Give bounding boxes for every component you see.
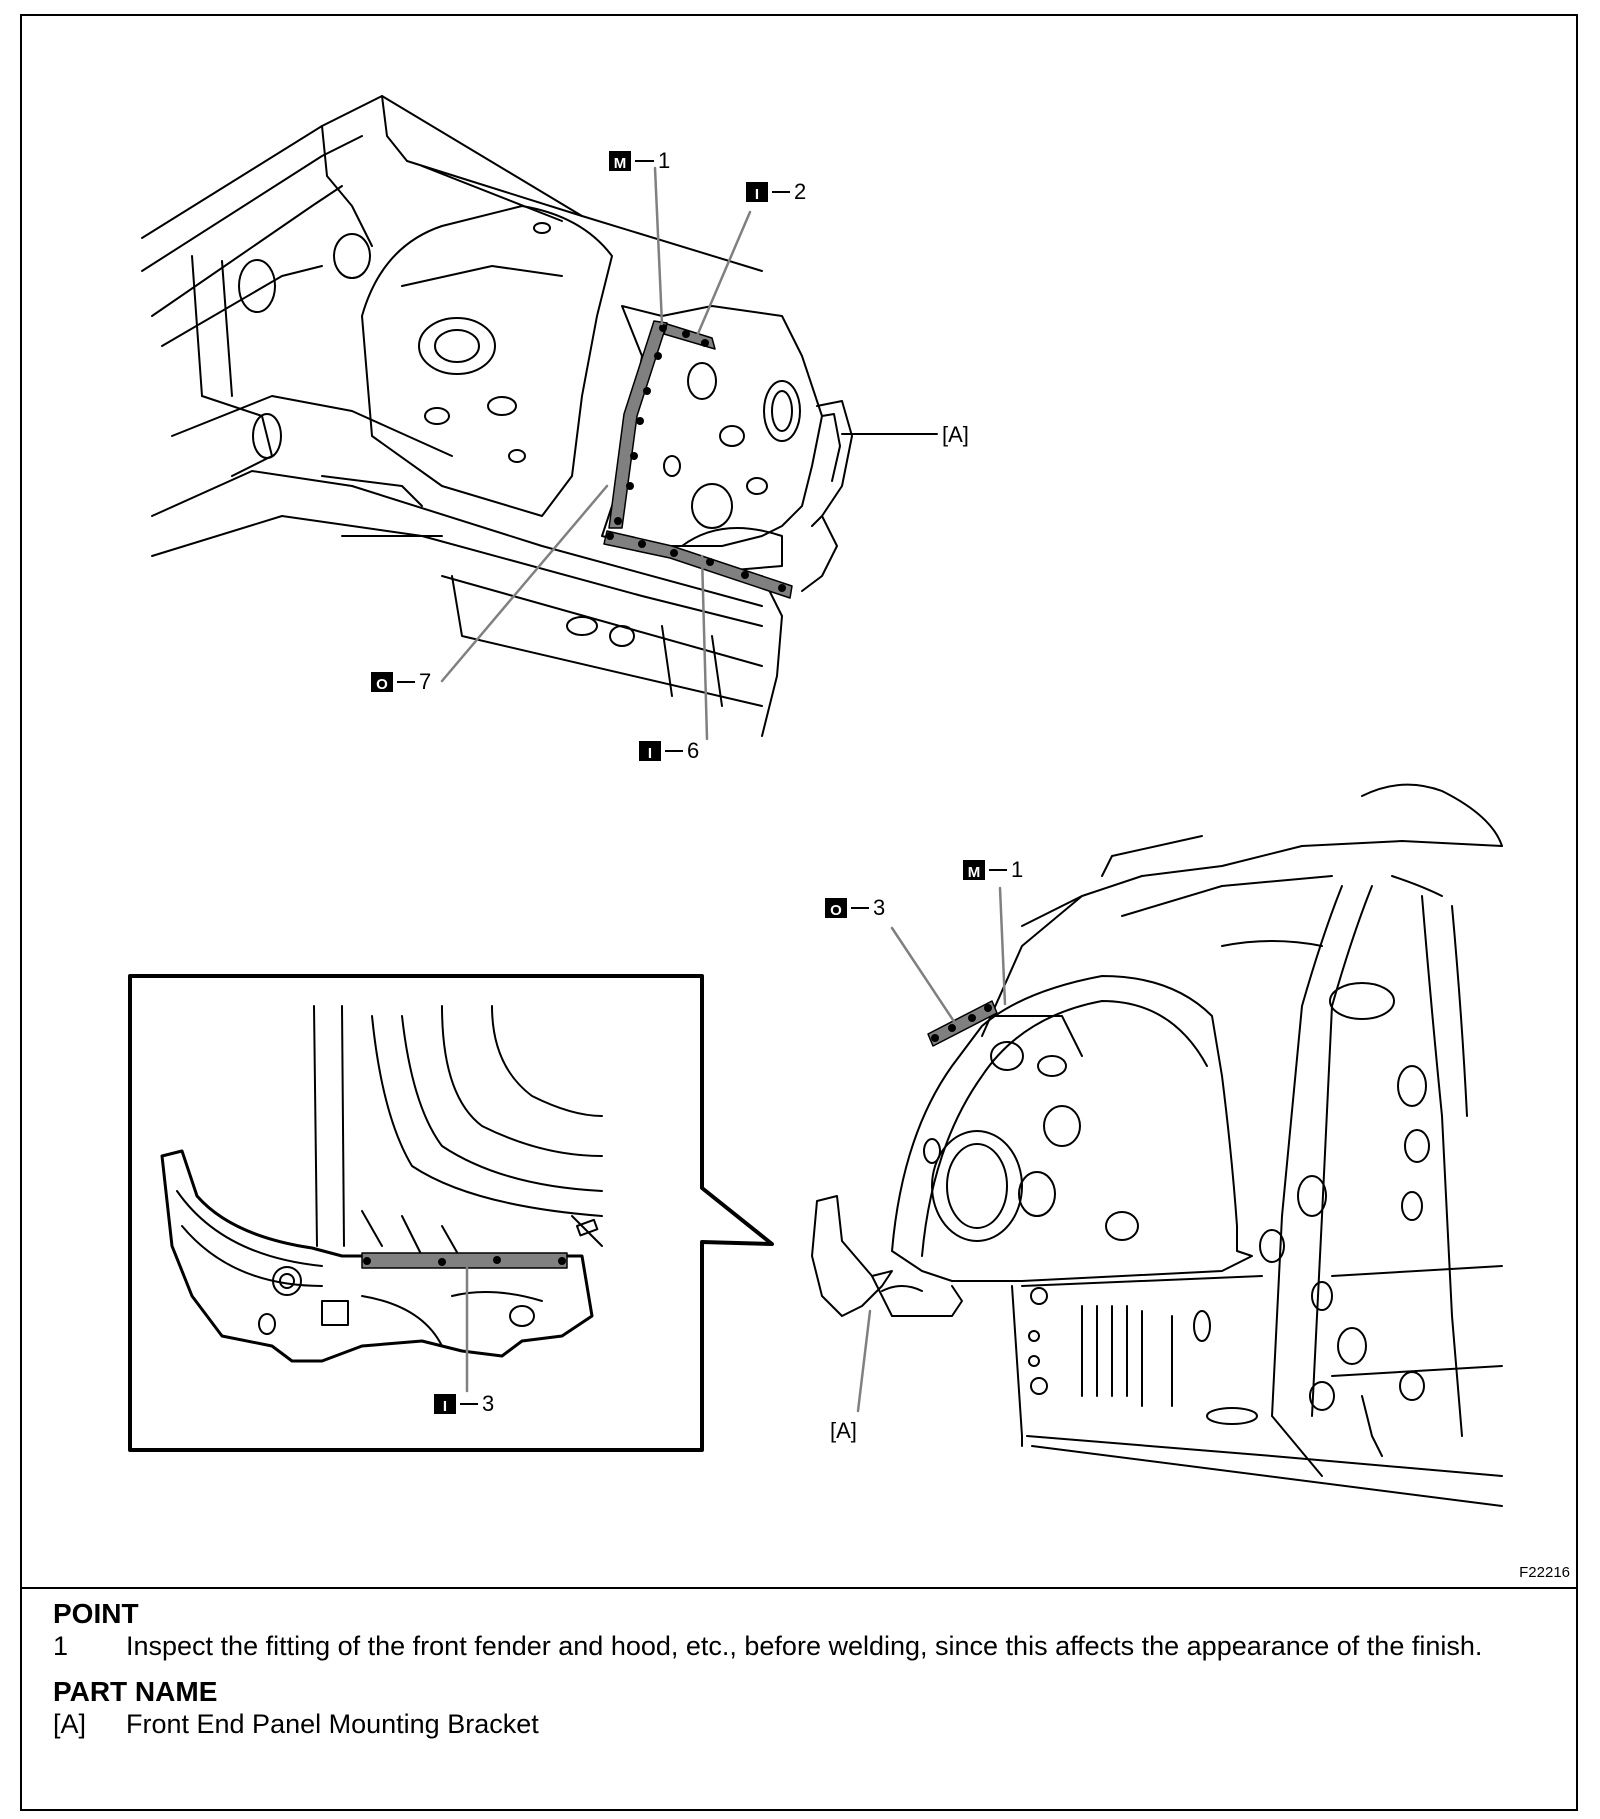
bracket-label-top: [A] xyxy=(942,422,969,447)
svg-text:I: I xyxy=(648,745,652,762)
part-name-text: Front End Panel Mounting Bracket xyxy=(126,1709,539,1739)
point-item-number: 1 xyxy=(53,1631,69,1661)
inset-weld-spots xyxy=(363,1256,566,1266)
inset-weld-seam xyxy=(361,1252,568,1269)
point-item: 1 Inspect the fitting of the front fende… xyxy=(53,1630,1553,1662)
bottom-weld-seam xyxy=(927,1000,998,1047)
notes-section: POINT 1 Inspect the fitting of the front… xyxy=(53,1598,1553,1740)
callout-bottom-o3: O 3 xyxy=(825,895,885,920)
svg-text:6: 6 xyxy=(687,738,699,763)
point-heading: POINT xyxy=(53,1598,139,1629)
top-weld-spots xyxy=(606,324,786,592)
point-item-text: Inspect the fitting of the front fender … xyxy=(126,1631,1483,1661)
inset-detail-view xyxy=(128,974,774,1452)
svg-text:I: I xyxy=(443,1398,447,1415)
bottom-view-body-structure xyxy=(811,783,1503,1507)
part-name-ref: [A] xyxy=(53,1709,87,1739)
svg-text:2: 2 xyxy=(794,179,806,204)
svg-text:M: M xyxy=(968,864,981,881)
bracket-label-bottom: [A] xyxy=(830,1418,857,1443)
figure-id: F22216 xyxy=(1519,1564,1570,1581)
callout-top-m1: M 1 xyxy=(609,148,670,173)
callout-bottom-m1: M 1 xyxy=(963,857,1023,882)
section-divider xyxy=(22,1587,1576,1589)
bottom-leader-lines xyxy=(856,886,1007,1413)
svg-text:1: 1 xyxy=(1011,857,1023,882)
svg-text:O: O xyxy=(830,902,842,919)
top-view-body-structure xyxy=(141,95,853,737)
inset-structure xyxy=(160,1005,603,1363)
svg-text:7: 7 xyxy=(419,669,431,694)
svg-text:O: O xyxy=(376,676,388,693)
svg-text:1: 1 xyxy=(658,148,670,173)
bottom-weld-spots xyxy=(931,1004,992,1042)
part-name-heading: PART NAME xyxy=(53,1676,218,1707)
svg-text:M: M xyxy=(614,155,627,172)
part-name-item: [A] Front End Panel Mounting Bracket xyxy=(53,1708,1553,1740)
svg-text:I: I xyxy=(755,186,759,203)
repair-diagram: M 1 I 2 [A] O 7 I 6 M xyxy=(22,16,1576,1586)
callout-top-i2: I 2 xyxy=(746,179,806,204)
svg-text:3: 3 xyxy=(873,895,885,920)
callout-top-i6: I 6 xyxy=(639,738,699,763)
page-frame xyxy=(20,14,1578,1811)
svg-text:3: 3 xyxy=(482,1391,494,1416)
callout-inset-i3: I 3 xyxy=(434,1391,494,1416)
callout-top-o7: O 7 xyxy=(371,669,431,694)
top-leader-lines xyxy=(440,166,938,741)
